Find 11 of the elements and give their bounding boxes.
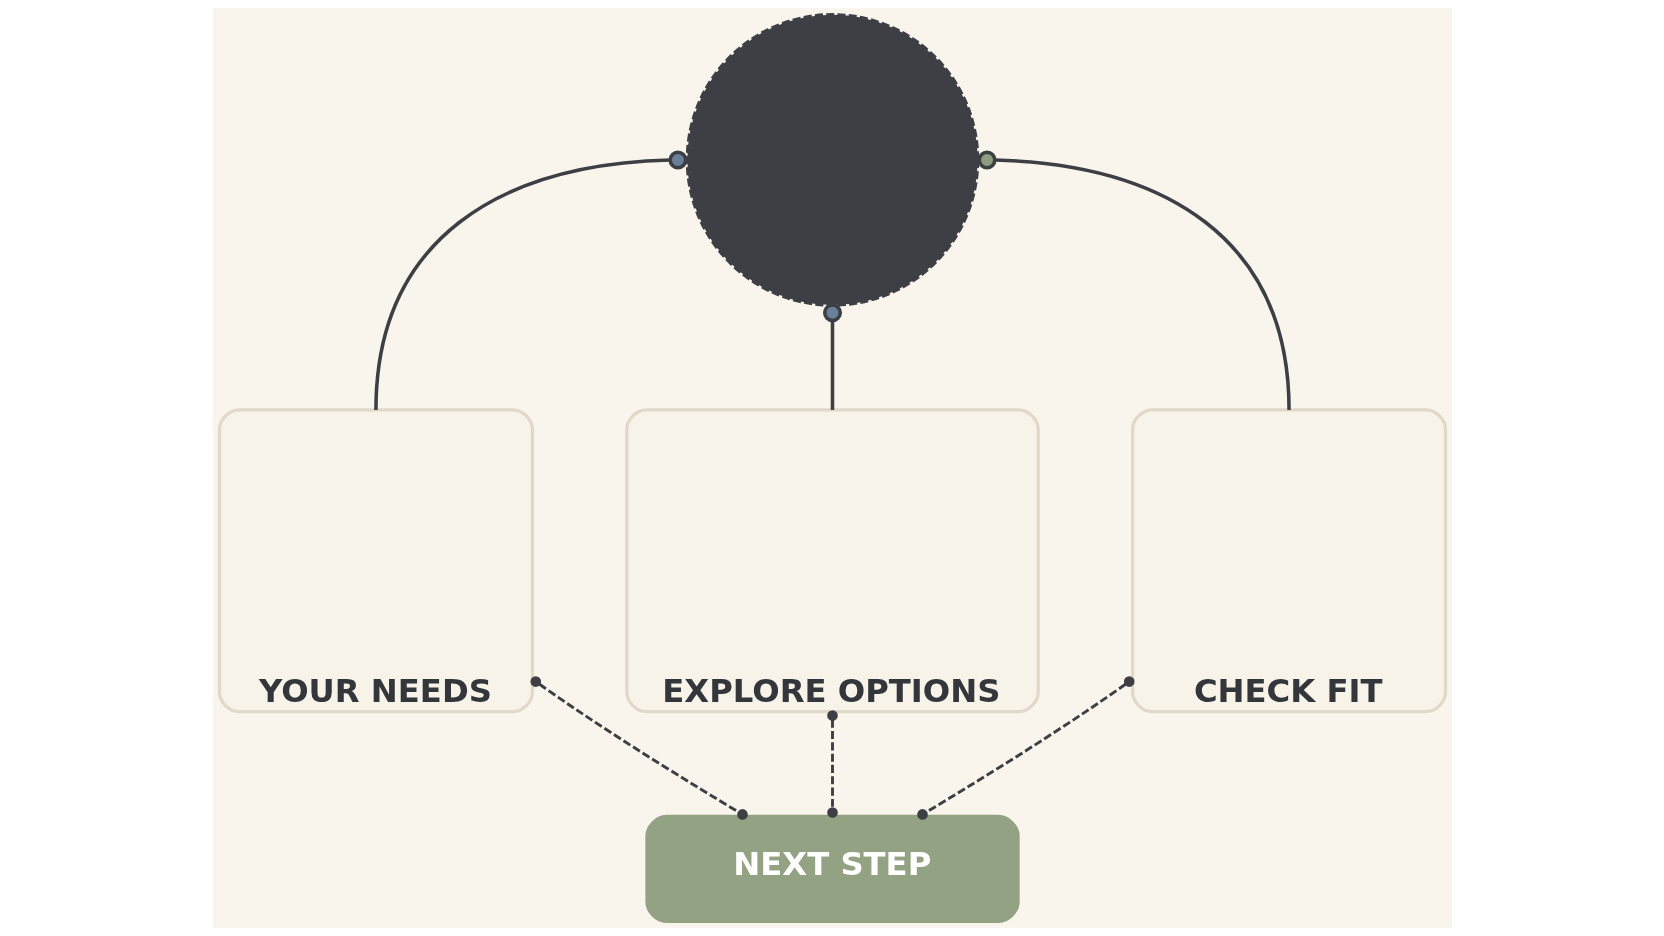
connector: [826, 710, 838, 818]
node-box: EXPLORE OPTIONS: [624, 408, 1040, 714]
connector: [529, 676, 748, 820]
node-box: NEXT STEP: [644, 814, 1020, 923]
connector: [977, 150, 1291, 411]
connector: [822, 303, 842, 410]
node-box: YOUR NEEDS: [217, 408, 534, 714]
connector: [373, 150, 687, 411]
node-box: CHECK FIT: [1130, 408, 1447, 714]
node-circle: [685, 13, 979, 307]
connector: [916, 676, 1135, 820]
